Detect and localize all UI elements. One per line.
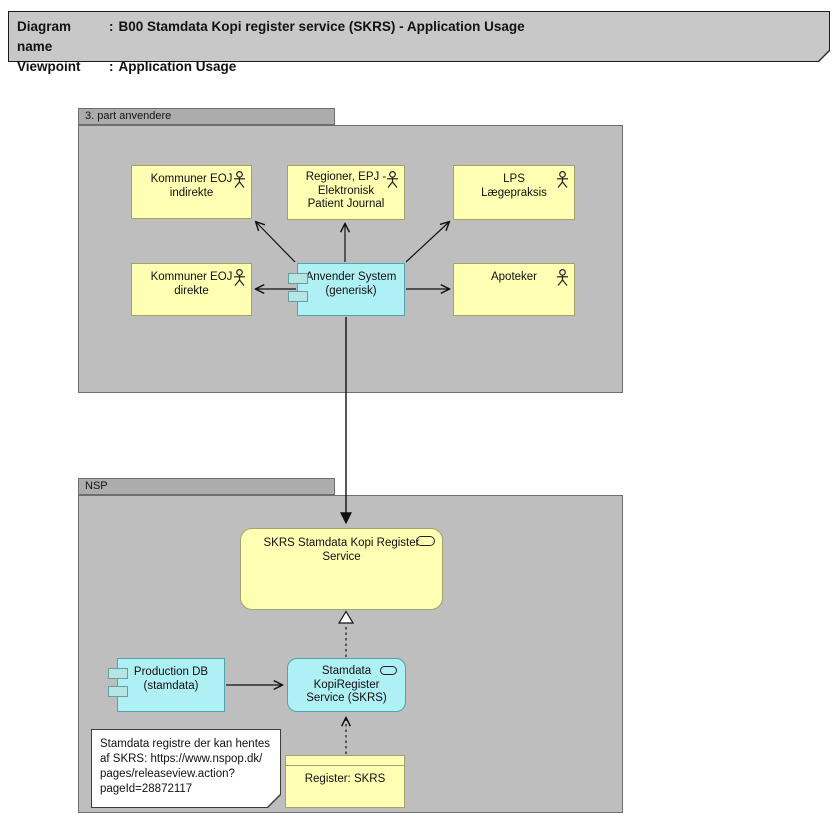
business-actor-icon xyxy=(557,269,568,286)
group-tab-nsp[interactable]: NSP xyxy=(78,478,335,495)
node-kommuner-eoj-direkte[interactable]: Kommuner EOJ direkte xyxy=(131,263,252,316)
business-object-band xyxy=(286,756,404,766)
component-tab-icon xyxy=(288,273,308,284)
viewpoint-value: Application Usage xyxy=(118,59,237,74)
diagram-name-row: Diagram name : B00 Stamdata Kopi registe… xyxy=(17,17,829,57)
node-skrs-stamdata-kopi-register-service[interactable]: SKRS Stamdata Kopi Register Service xyxy=(240,528,443,610)
viewpoint-separator: : xyxy=(109,59,114,74)
node-regioner-epj[interactable]: Regioner, EPJ - Elektronisk Patient Jour… xyxy=(287,165,405,220)
business-actor-icon xyxy=(234,171,245,188)
business-actor-icon xyxy=(234,269,245,286)
diagram-title-bar: Diagram name : B00 Stamdata Kopi registe… xyxy=(8,11,830,74)
business-actor-icon xyxy=(557,171,568,188)
node-anvender-system[interactable]: Anvender System (generisk) xyxy=(288,263,405,316)
diagram-name-separator: : xyxy=(109,19,114,34)
node-production-db[interactable]: Production DB (stamdata) xyxy=(108,658,225,712)
note-stamdata-registre[interactable]: Stamdata registre der kan hentes af SKRS… xyxy=(91,729,281,808)
group-tab-third-party[interactable]: 3. part anvendere xyxy=(78,108,335,125)
node-stamdata-kopiregister-service[interactable]: Stamdata KopiRegister Service (SKRS) xyxy=(287,658,406,712)
component-tab-icon xyxy=(108,686,128,697)
node-kommuner-eoj-indirekte[interactable]: Kommuner EOJ indirekte xyxy=(131,165,252,219)
business-actor-icon xyxy=(387,171,398,188)
application-service-icon xyxy=(380,666,397,675)
node-apoteker[interactable]: Apoteker xyxy=(453,263,575,316)
component-tab-icon xyxy=(108,668,128,679)
component-tab-icon xyxy=(288,291,308,302)
node-lps-laegepraksis[interactable]: LPS Lægepraksis xyxy=(453,165,575,220)
note-text: Stamdata registre der kan hentes af SKRS… xyxy=(100,738,271,795)
diagram-name-label: Diagram name xyxy=(17,19,72,54)
diagram-name-value: B00 Stamdata Kopi register service (SKRS… xyxy=(118,19,525,34)
node-register-skrs[interactable]: Register: SKRS xyxy=(285,755,405,808)
viewpoint-row: Viewpoint : Application Usage xyxy=(17,57,829,77)
viewpoint-label: Viewpoint xyxy=(17,59,81,74)
application-service-icon xyxy=(416,536,435,546)
